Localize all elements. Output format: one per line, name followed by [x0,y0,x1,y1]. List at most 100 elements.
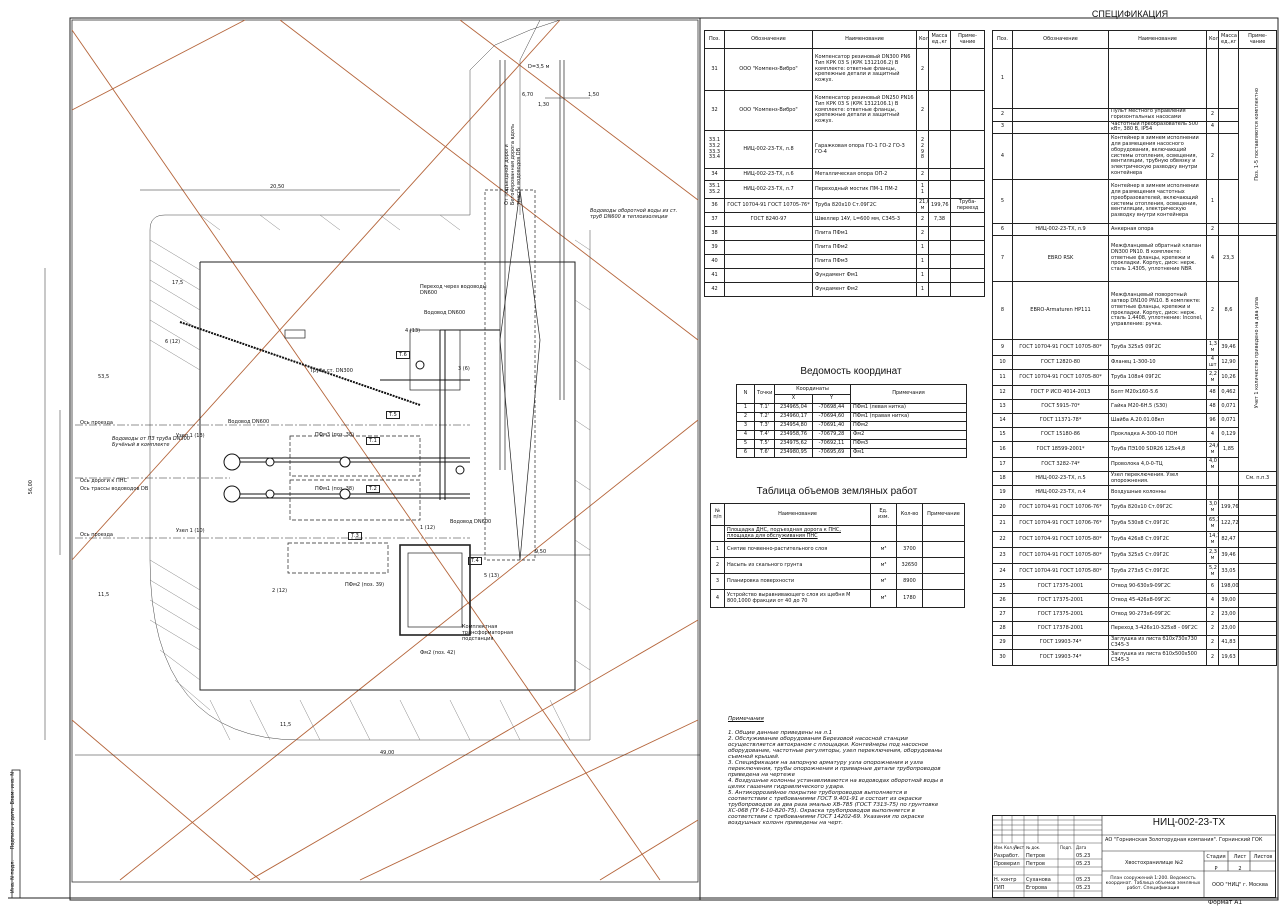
coords-note: ПФм1 (правая нитка) [850,412,967,422]
spec-oboz: EBRO RSK [1012,235,1109,282]
stamp-date: 05.23 [1076,885,1091,891]
dim-d35: D=3,5 м [528,64,550,70]
spec-kol: 4 [1206,120,1219,134]
spec-kol: 6 [1206,579,1219,594]
spec-name: Гаражковая опора ГО-1 ГО-2 ГО-3 ГО-4 [812,130,917,169]
spec-pos: 7 [992,235,1013,282]
coords-point: Т.2' [754,412,775,422]
spec-name: Фундамент Фм2 [812,282,917,297]
spec-name: Отвод 90-630х9-09Г2С [1108,579,1207,594]
spec-name: Труба 108х4 09Г2С [1108,369,1207,386]
coords-y: -70694,60 [812,412,851,422]
spec-oboz: НИЦ-002-23-ТХ, л.6 [724,168,813,181]
spec-oboz: ГОСТ 10704-91 ГОСТ 10705-76* [724,198,813,213]
spec-pos: 6 [992,223,1013,236]
spec-oboz [724,282,813,297]
spec-pos: 20 [992,499,1013,516]
spec-mass [928,268,951,283]
spec-kol: 48 [1206,399,1219,414]
note-item: 2. Обслуживание оборудования Березовой н… [728,736,943,760]
spec-prim [1238,621,1277,636]
spec-mass: 39,46 [1218,339,1239,356]
coords-point: Т.6' [754,448,775,458]
side-sign: Подпись и дата [10,808,16,850]
dim-49-00: 49,00 [380,750,395,756]
spec-mass: 10,26 [1218,369,1239,386]
spec-mass [928,254,951,269]
spec-name: Проволока 4,0-0-ТЦ [1108,457,1207,472]
label-fm2: Фм2 (поз. 42) [420,650,456,656]
spec-pos: 5 [992,179,1013,224]
spec-mass: 199,76 [1218,499,1239,516]
dim-17-5: 17,5 [172,280,184,286]
spec-oboz: ГОСТ 8240-97 [724,212,813,227]
label-concrete-road: От подъездной дороги Бетонированная доро… [504,123,522,205]
earth-n: 2 [710,557,725,574]
callout-5-13: 5 (13) [484,573,500,579]
spec-oboz: ГОСТ 10704-91 ГОСТ 10706-76* [1012,499,1109,516]
spec-oboz: ГОСТ 10704-91 ГОСТ 10705-80* [1012,563,1109,580]
spec-pos: 24 [992,563,1013,580]
label-water-lines: Водоводы оборотной воды из ст. труб DN60… [590,208,678,220]
spec-pos: 23 [992,547,1013,564]
earth-unit: м³ [870,557,897,574]
spec-name: Труба 820х10 Ст.09Г2С [812,198,917,213]
spec-oboz: НИЦ-002-23-ТХ, л.8 [724,130,813,169]
spec-prim [1238,579,1277,594]
callout-1-12: 1 (12) [420,525,436,531]
sheet-header: Лист [1233,854,1247,860]
spec-pos: 31 [704,48,725,91]
label-drive-axis-1: Ось проезда [80,420,113,426]
spec-kol: 2 [916,90,929,131]
stamp-name: Петров [1026,861,1045,867]
spec-name: Гайка М20-6Н.5 (S30) [1108,399,1207,414]
earth-header-name: Наименование [724,503,871,526]
coords-x: 234958,76 [774,430,813,440]
spec-name: Пульт местного управления горизонтальных… [1108,108,1207,122]
spec-mass [1218,471,1239,486]
coords-x: 234980,95 [774,448,813,458]
spec-name: Швеллер 14У, L=600 мм, С345-3 [812,212,917,227]
spec-name: Труба 325х5 09Г2С [1108,339,1207,356]
spec-pos: 16 [992,441,1013,458]
spec-kol: 2 [916,168,929,181]
spec-oboz: ГОСТ 10704-91 ГОСТ 10705-80* [1012,547,1109,564]
spec-header-mass: Масса ед.,кг [928,30,951,49]
spec-pos: 40 [704,254,725,269]
spec-kol: 65,3 м [1206,515,1219,532]
spec-pos: 22 [992,531,1013,548]
dim-9-50: 9,50 [535,549,547,555]
spec-prim [950,90,985,131]
spec-pos: 25 [992,579,1013,594]
spec-oboz [724,240,813,255]
spec-kol: 1 [916,240,929,255]
point-t4: Т.4 [468,557,482,565]
coords-n: 3 [736,421,755,431]
spec-oboz: ГОСТ 10704-91 ГОСТ 10706-76* [1012,515,1109,532]
spec-oboz [724,268,813,283]
spec-pos: 27 [992,607,1013,622]
spec-oboz: ГОСТ 15180-86 [1012,427,1109,442]
earth-note [922,589,965,608]
earth-qty: 32650 [896,557,923,574]
spec-kol: 4 шт [1206,355,1219,370]
spec-oboz [1012,133,1109,180]
coords-header-note: Примечания [850,384,967,404]
spec-pos: 21 [992,515,1013,532]
coords-note: ПФм2 [850,421,967,431]
spec-mass: 0,071 [1218,399,1239,414]
spec-mass: 0,129 [1218,427,1239,442]
spec-header-oboz: Обозначение [724,30,813,49]
label-transformer: Комплектная трансформаторная подстанция [462,624,513,642]
spec-table-left: Поз. Обозначение Наименование Кол. Масса… [704,30,985,297]
spec-name: Труба 273х5 Ст.09Г2С [1108,563,1207,580]
spec-pos: 32 [704,90,725,131]
dim-11-5-b: 11,5 [280,722,292,728]
